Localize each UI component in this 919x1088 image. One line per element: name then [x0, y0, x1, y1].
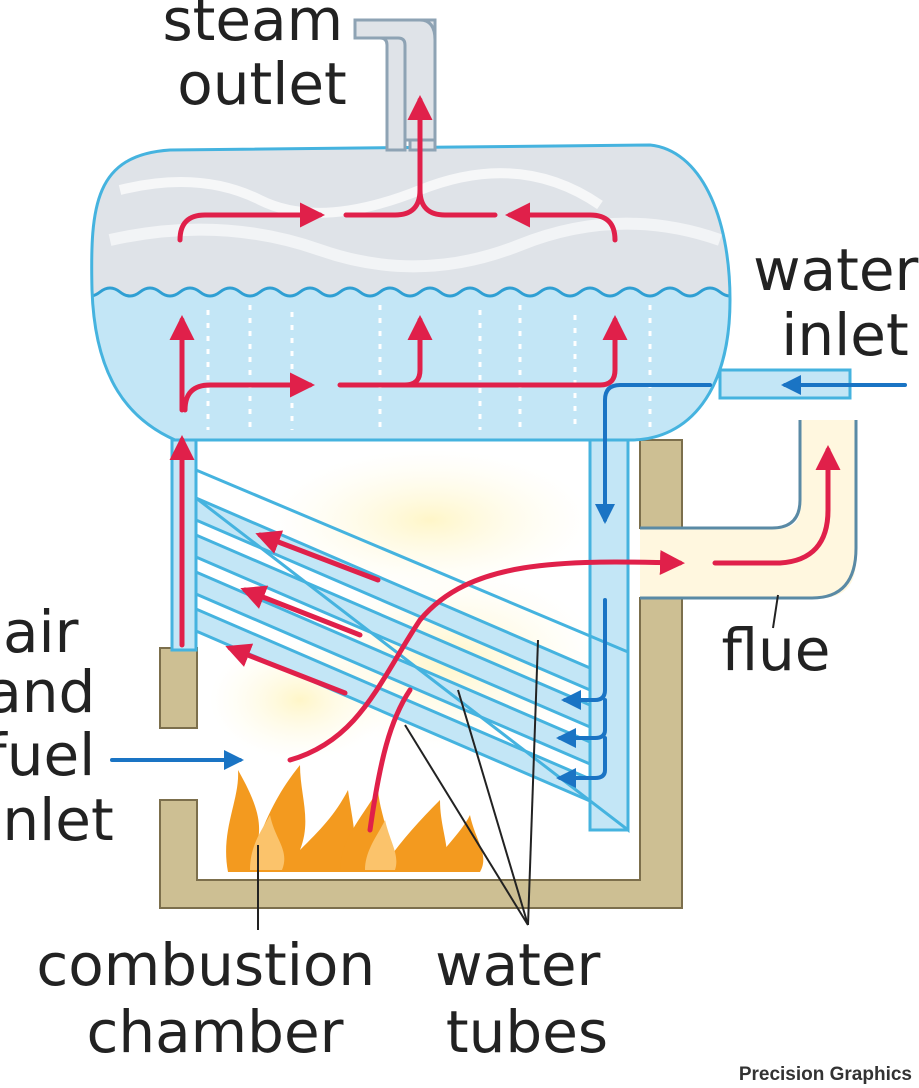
label-air-fuel-inlet: air and fuel inlet — [0, 598, 114, 854]
wall-right-upper — [640, 440, 682, 528]
label-water-inlet: water inlet — [753, 236, 919, 369]
label-flue: flue — [722, 616, 831, 684]
credit-text: Precision Graphics — [739, 1064, 912, 1085]
label-water-tubes: water tubes — [435, 931, 619, 1066]
steam-drum — [80, 140, 740, 450]
downcomer-tube — [590, 440, 628, 830]
steam-outlet-pipe — [355, 20, 435, 150]
label-combustion-chamber: combustion chamber — [36, 931, 393, 1066]
label-steam-outlet: steam outlet — [162, 0, 361, 118]
flames — [226, 765, 483, 872]
wall-left-upper — [160, 648, 197, 728]
